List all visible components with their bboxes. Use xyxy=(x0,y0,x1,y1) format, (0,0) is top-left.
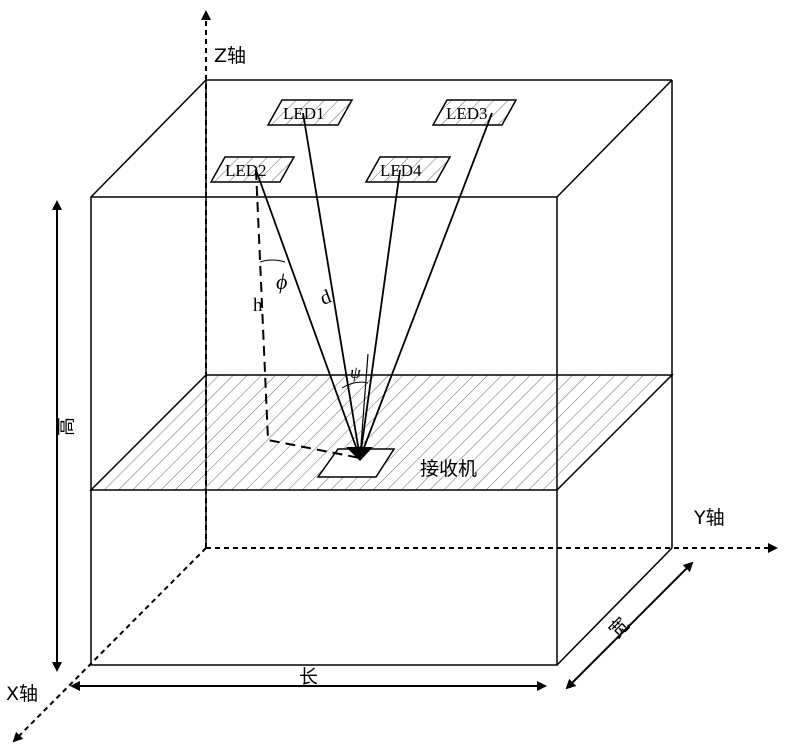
phi-label: ϕ xyxy=(276,269,287,294)
led-2: LED2 xyxy=(211,157,294,182)
top-right-edge xyxy=(557,80,672,197)
bottom-right-edge xyxy=(557,548,672,665)
z-axis-label: Z轴 xyxy=(214,45,246,67)
led-3-label: LED3 xyxy=(446,104,488,123)
x-axis-label: X轴 xyxy=(6,683,38,705)
y-axis-label: Y轴 xyxy=(693,507,725,529)
led-3: LED3 xyxy=(433,100,516,125)
height-label: 高 xyxy=(55,417,77,436)
psi-label: ψ xyxy=(350,363,361,382)
receiver-plane xyxy=(91,375,672,490)
length-label: 长 xyxy=(299,666,318,688)
h-label: h xyxy=(253,295,263,316)
x-axis xyxy=(14,548,206,741)
led-1: LED1 xyxy=(268,100,352,125)
top-left-edge xyxy=(91,80,206,197)
led-4: LED4 xyxy=(366,157,450,182)
receiver-label: 接收机 xyxy=(420,458,477,480)
phi-angle-arc xyxy=(260,260,285,262)
width-label: 宽 xyxy=(605,614,634,643)
led-4-label: LED4 xyxy=(380,161,422,180)
led-2-label: LED2 xyxy=(225,161,267,180)
